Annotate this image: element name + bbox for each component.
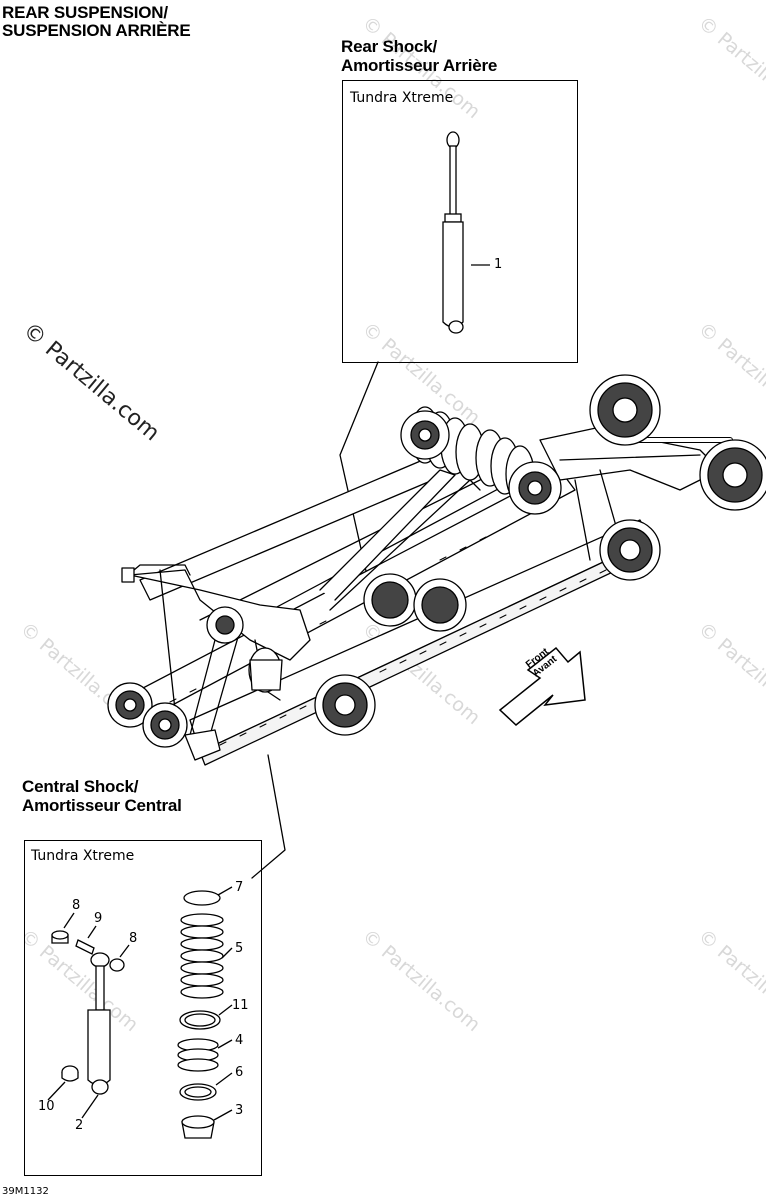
callout-1: 1 [494, 257, 503, 272]
central-shock-title-line2: Amortisseur Central [22, 796, 182, 815]
callout-10: 10 [38, 1099, 55, 1114]
figure-code: 39M1132 [2, 1186, 49, 1197]
rear-shock-panel [342, 80, 578, 363]
rear-shock-title-line1: Rear Shock/ [341, 37, 438, 56]
central-shock-title-line1: Central Shock/ [22, 777, 139, 796]
rear-shock-model-label: Tundra Xtreme [350, 90, 454, 106]
callout-5: 5 [235, 941, 244, 956]
callout-7: 7 [235, 880, 244, 895]
central-shock-model-label: Tundra Xtreme [31, 848, 135, 864]
page-title-line2: SUSPENSION ARRIÈRE [2, 21, 191, 40]
callout-6: 6 [235, 1065, 244, 1080]
callout-8-left: 8 [72, 898, 81, 913]
central-shock-panel [24, 840, 262, 1176]
callout-9: 9 [94, 911, 103, 926]
callout-2: 2 [75, 1118, 84, 1133]
callout-4: 4 [235, 1033, 244, 1048]
callout-8-right: 8 [129, 931, 138, 946]
callout-3: 3 [235, 1103, 244, 1118]
page-title-line1: REAR SUSPENSION/ [2, 3, 168, 22]
callout-11: 11 [232, 998, 249, 1013]
rear-shock-title-line2: Amortisseur Arrière [341, 56, 498, 75]
